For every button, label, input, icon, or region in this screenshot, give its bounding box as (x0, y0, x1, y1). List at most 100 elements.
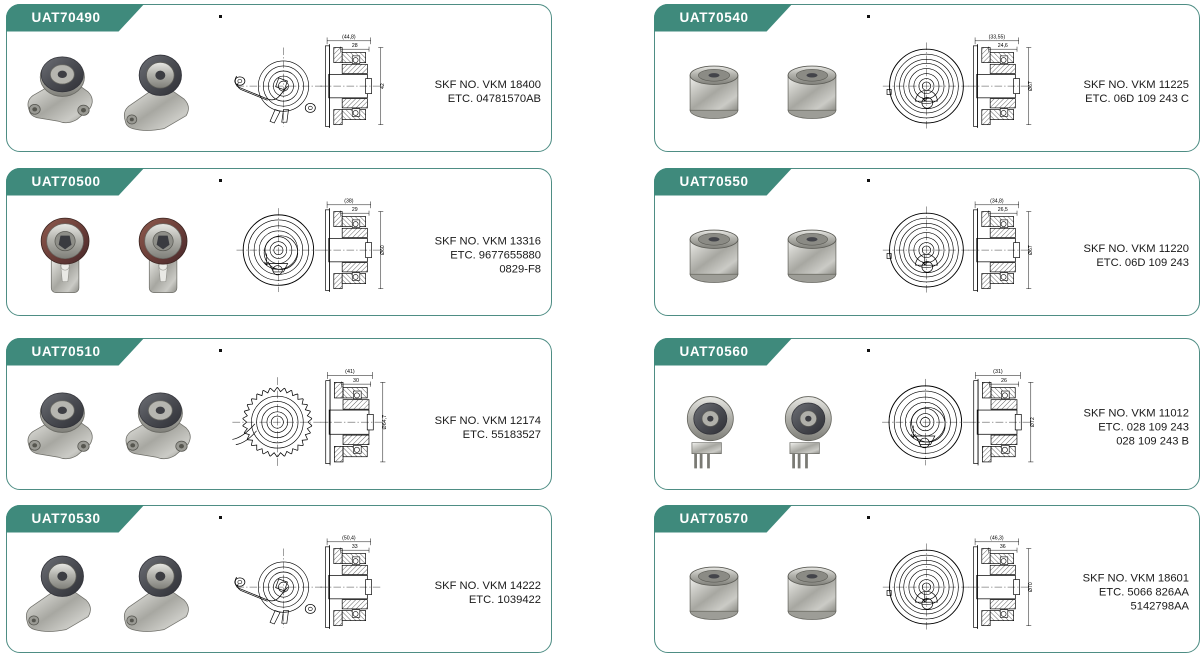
product-code: UAT70540 (679, 10, 749, 25)
svg-text:24,6: 24,6 (998, 43, 1008, 49)
svg-text:Ø67: Ø67 (1028, 81, 1034, 91)
product-photo (668, 380, 760, 472)
part-reference-line: ETC. 1039422 (468, 594, 541, 606)
product-photos (663, 35, 863, 145)
part-reference-line: SKF NO. VKM 18601 (1082, 572, 1189, 585)
product-photo (118, 380, 210, 472)
svg-text:(34,8): (34,8) (990, 198, 1004, 204)
part-reference-line: 0829-F8 (499, 264, 541, 277)
product-code: UAT70510 (31, 344, 101, 359)
product-photo (20, 44, 112, 136)
part-reference-line: SKF NO. VKM 12174 (434, 414, 541, 427)
svg-text:Ø70: Ø70 (1028, 582, 1034, 592)
part-reference-line: SKF NO. VKM 13316 (434, 235, 541, 248)
product-photos (663, 536, 863, 646)
part-reference-line: SKF NO. VKM 18400 (434, 78, 541, 91)
registration-mark (219, 15, 222, 18)
product-photo (668, 44, 760, 136)
card-header-tab: UAT70540 (654, 4, 793, 32)
svg-text:Ø60: Ø60 (380, 245, 386, 255)
card-header-tab: UAT70500 (6, 168, 145, 196)
registration-mark (219, 516, 222, 519)
svg-text:30: 30 (353, 378, 359, 384)
svg-text:(50,4): (50,4) (342, 535, 356, 541)
product-code: UAT70530 (31, 511, 101, 526)
card-header-tab: UAT70550 (654, 168, 793, 196)
product-photos (15, 35, 215, 145)
part-reference-line: ETC. 5066 826AA (1098, 586, 1189, 599)
card-header-tab: UAT70510 (6, 338, 145, 366)
part-reference-line: 5142798AA (1130, 601, 1189, 614)
product-code: UAT70550 (679, 174, 749, 189)
product-photos (15, 199, 215, 309)
card-header-tab: UAT70490 (6, 4, 145, 32)
svg-text:(38): (38) (344, 198, 353, 204)
product-photos (15, 536, 215, 646)
product-code: UAT70560 (679, 344, 749, 359)
card-header-tab: UAT70570 (654, 505, 793, 533)
product-code: UAT70490 (31, 10, 101, 25)
product-photo (20, 380, 112, 472)
product-photos (663, 199, 863, 309)
product-photo (766, 44, 858, 136)
registration-mark (867, 15, 870, 18)
product-code: UAT70500 (31, 174, 101, 189)
part-reference-line: ETC. 06D 109 243 (1096, 257, 1189, 269)
product-photo (118, 208, 210, 300)
part-reference-line: ETC. 028 109 243 (1098, 421, 1189, 434)
svg-text:36: 36 (1000, 544, 1006, 550)
part-reference-line: SKF NO. VKM 14222 (434, 579, 541, 592)
product-photo (20, 545, 112, 637)
svg-text:28: 28 (352, 43, 358, 49)
registration-mark (219, 179, 222, 182)
product-photo (766, 545, 858, 637)
svg-text:Ø67: Ø67 (1028, 245, 1034, 255)
part-reference-line: SKF NO. VKM 11225 (1083, 78, 1190, 91)
svg-text:26,5: 26,5 (998, 207, 1008, 213)
product-photos (15, 369, 215, 483)
registration-mark (867, 179, 870, 182)
product-photo (668, 208, 760, 300)
registration-mark (867, 349, 870, 352)
product-photo (766, 208, 858, 300)
registration-mark (867, 516, 870, 519)
product-photo (668, 545, 760, 637)
technical-drawing: (50,4) 33 (212, 520, 417, 650)
svg-text:29: 29 (352, 207, 358, 213)
registration-mark (219, 349, 222, 352)
svg-text:33: 33 (352, 544, 358, 550)
part-reference-line: 028 109 243 B (1116, 436, 1189, 449)
card-header-tab: UAT70530 (6, 505, 145, 533)
product-photos (663, 369, 863, 483)
part-reference-line: SKF NO. VKM 11012 (1083, 407, 1190, 420)
svg-text:Ø72: Ø72 (1030, 417, 1036, 427)
product-code: UAT70570 (679, 511, 749, 526)
svg-text:(33,55): (33,55) (989, 34, 1006, 40)
